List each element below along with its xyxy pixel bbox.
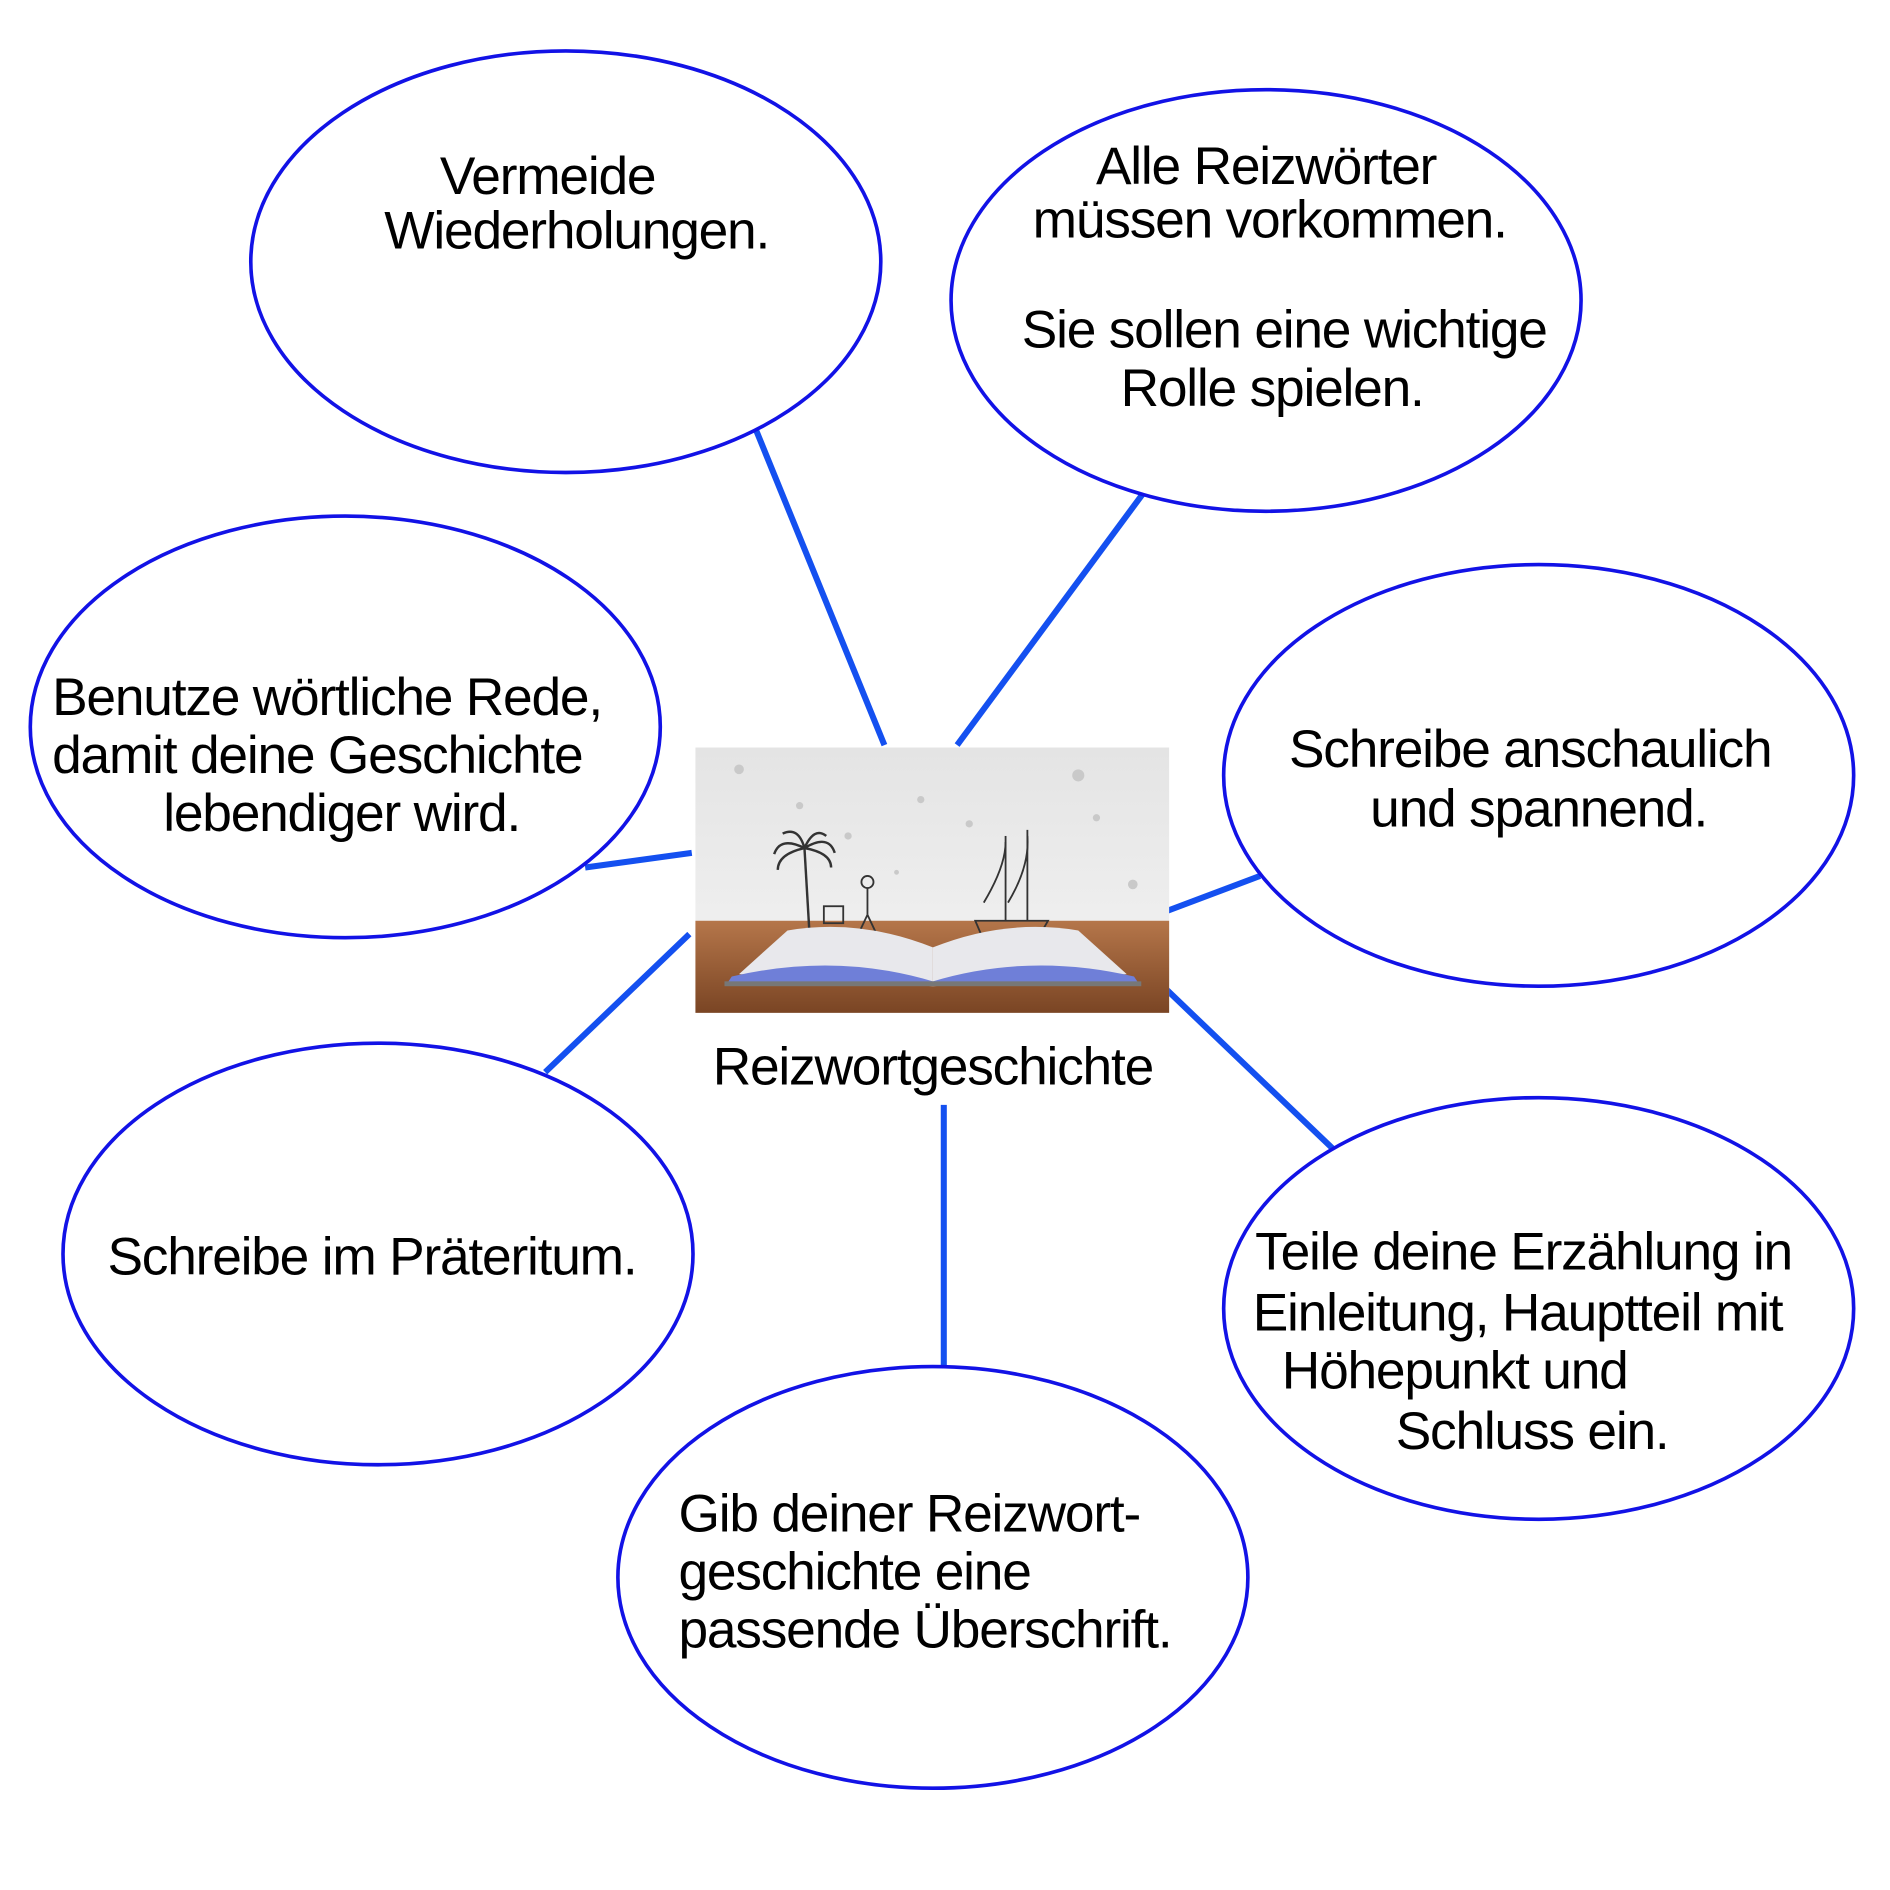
bubble-text: Schreibe im Präteritum. (107, 1228, 636, 1287)
bubble-text: Rolle spielen. (1121, 359, 1424, 418)
connectors (543, 422, 1335, 1366)
connector-4 (1165, 873, 1262, 914)
connector-6 (1163, 986, 1335, 1151)
bubble-text: müssen vorkommen. (1033, 190, 1507, 249)
bubble-all-stimulus-words: Alle Reizwörter müssen vorkommen. Sie so… (949, 87, 1583, 514)
bubble-text: passende Überschrift. (678, 1601, 1171, 1660)
bubble-text: Alle Reizwörter (1096, 137, 1437, 196)
bubble-text: Wiederholungen. (384, 201, 769, 260)
bubble-text: Schluss ein. (1396, 1402, 1669, 1461)
bubble-text: Vermeide (440, 147, 655, 206)
bubble-text: Einleitung, Hauptteil mit (1253, 1283, 1784, 1342)
bubble-text: Gib deiner Reizwort- (678, 1484, 1140, 1543)
bubble-text: Sie sollen eine wichtige (1022, 301, 1547, 360)
bubble-text: Schreibe anschaulich (1289, 720, 1771, 779)
connector-1 (750, 422, 888, 747)
floating-letters (734, 764, 1138, 890)
bubble-structure: Teile deine Erzählung in Einleitung, Hau… (1221, 1095, 1856, 1522)
center-title: Reizwortgeschichte (713, 1037, 1153, 1096)
bubble-text: Teile deine Erzählung in (1255, 1223, 1792, 1282)
bubble-vivid-exciting: Schreibe anschaulich und spannend. (1221, 562, 1856, 989)
bubble-text: Höhepunkt und (1282, 1341, 1628, 1400)
bubble-text: geschichte eine (678, 1543, 1030, 1602)
bubble-avoid-repetition: Vermeide Wiederholungen. (248, 49, 883, 475)
bubble-text: und spannend. (1370, 779, 1707, 838)
open-book-icon (724, 926, 1142, 987)
bubble-text: lebendiger wird. (163, 784, 520, 843)
connector-2 (954, 492, 1145, 747)
bubble-past-tense: Schreibe im Präteritum. (61, 1041, 695, 1467)
connector-3 (584, 849, 693, 871)
palm-tree-icon (773, 830, 836, 931)
bubble-text: Benutze wörtliche Rede, (52, 668, 602, 727)
book-illustration (695, 747, 1170, 1013)
bubble-direct-speech: Benutze wörtliche Rede, damit deine Gesc… (28, 514, 663, 940)
bubble-title: Gib deiner Reizwort- geschichte eine pas… (616, 1364, 1250, 1791)
connector-5 (543, 931, 692, 1075)
bubble-text: damit deine Geschichte (52, 726, 582, 785)
